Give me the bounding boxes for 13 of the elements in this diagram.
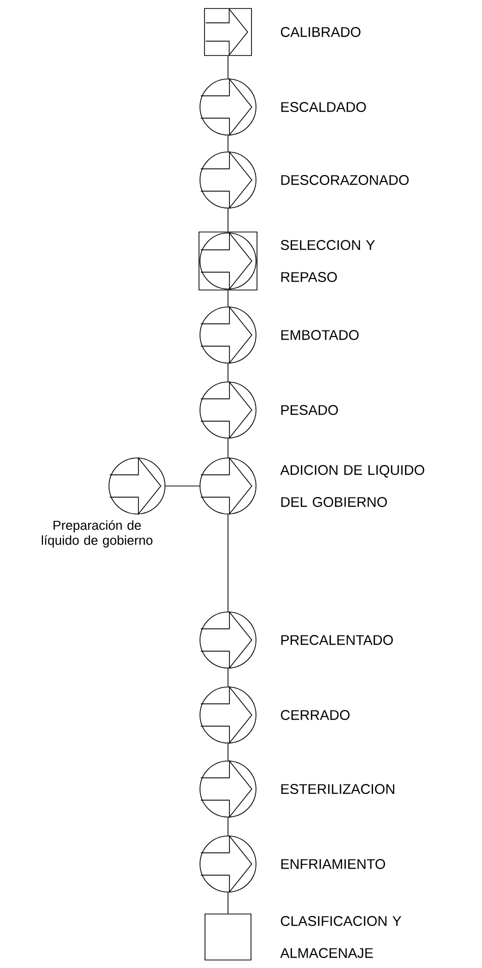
step-label: EMBOTADO <box>281 330 359 340</box>
step-label: ESTERILIZACION <box>281 784 394 794</box>
step-label: PESADO <box>281 405 338 415</box>
step-label: ESCALDADO <box>281 102 366 112</box>
step-label: CLASIFICACION Y ALMACENAJE <box>280 916 402 958</box>
step-label: DESCORAZONADO <box>281 175 409 185</box>
step-label: ENFRIAMIENTO <box>281 859 386 869</box>
step-label: CALIBRADO <box>280 27 360 37</box>
step-label: CERRADO <box>280 710 350 720</box>
step-label: SELECCION Y REPASO <box>280 240 375 282</box>
step-label: PRECALENTADO <box>281 635 393 645</box>
step-label: Preparación de líquido de gobierno <box>42 520 152 548</box>
step-label: ADICION DE LIQUIDO DEL GOBIERNO <box>280 465 424 507</box>
